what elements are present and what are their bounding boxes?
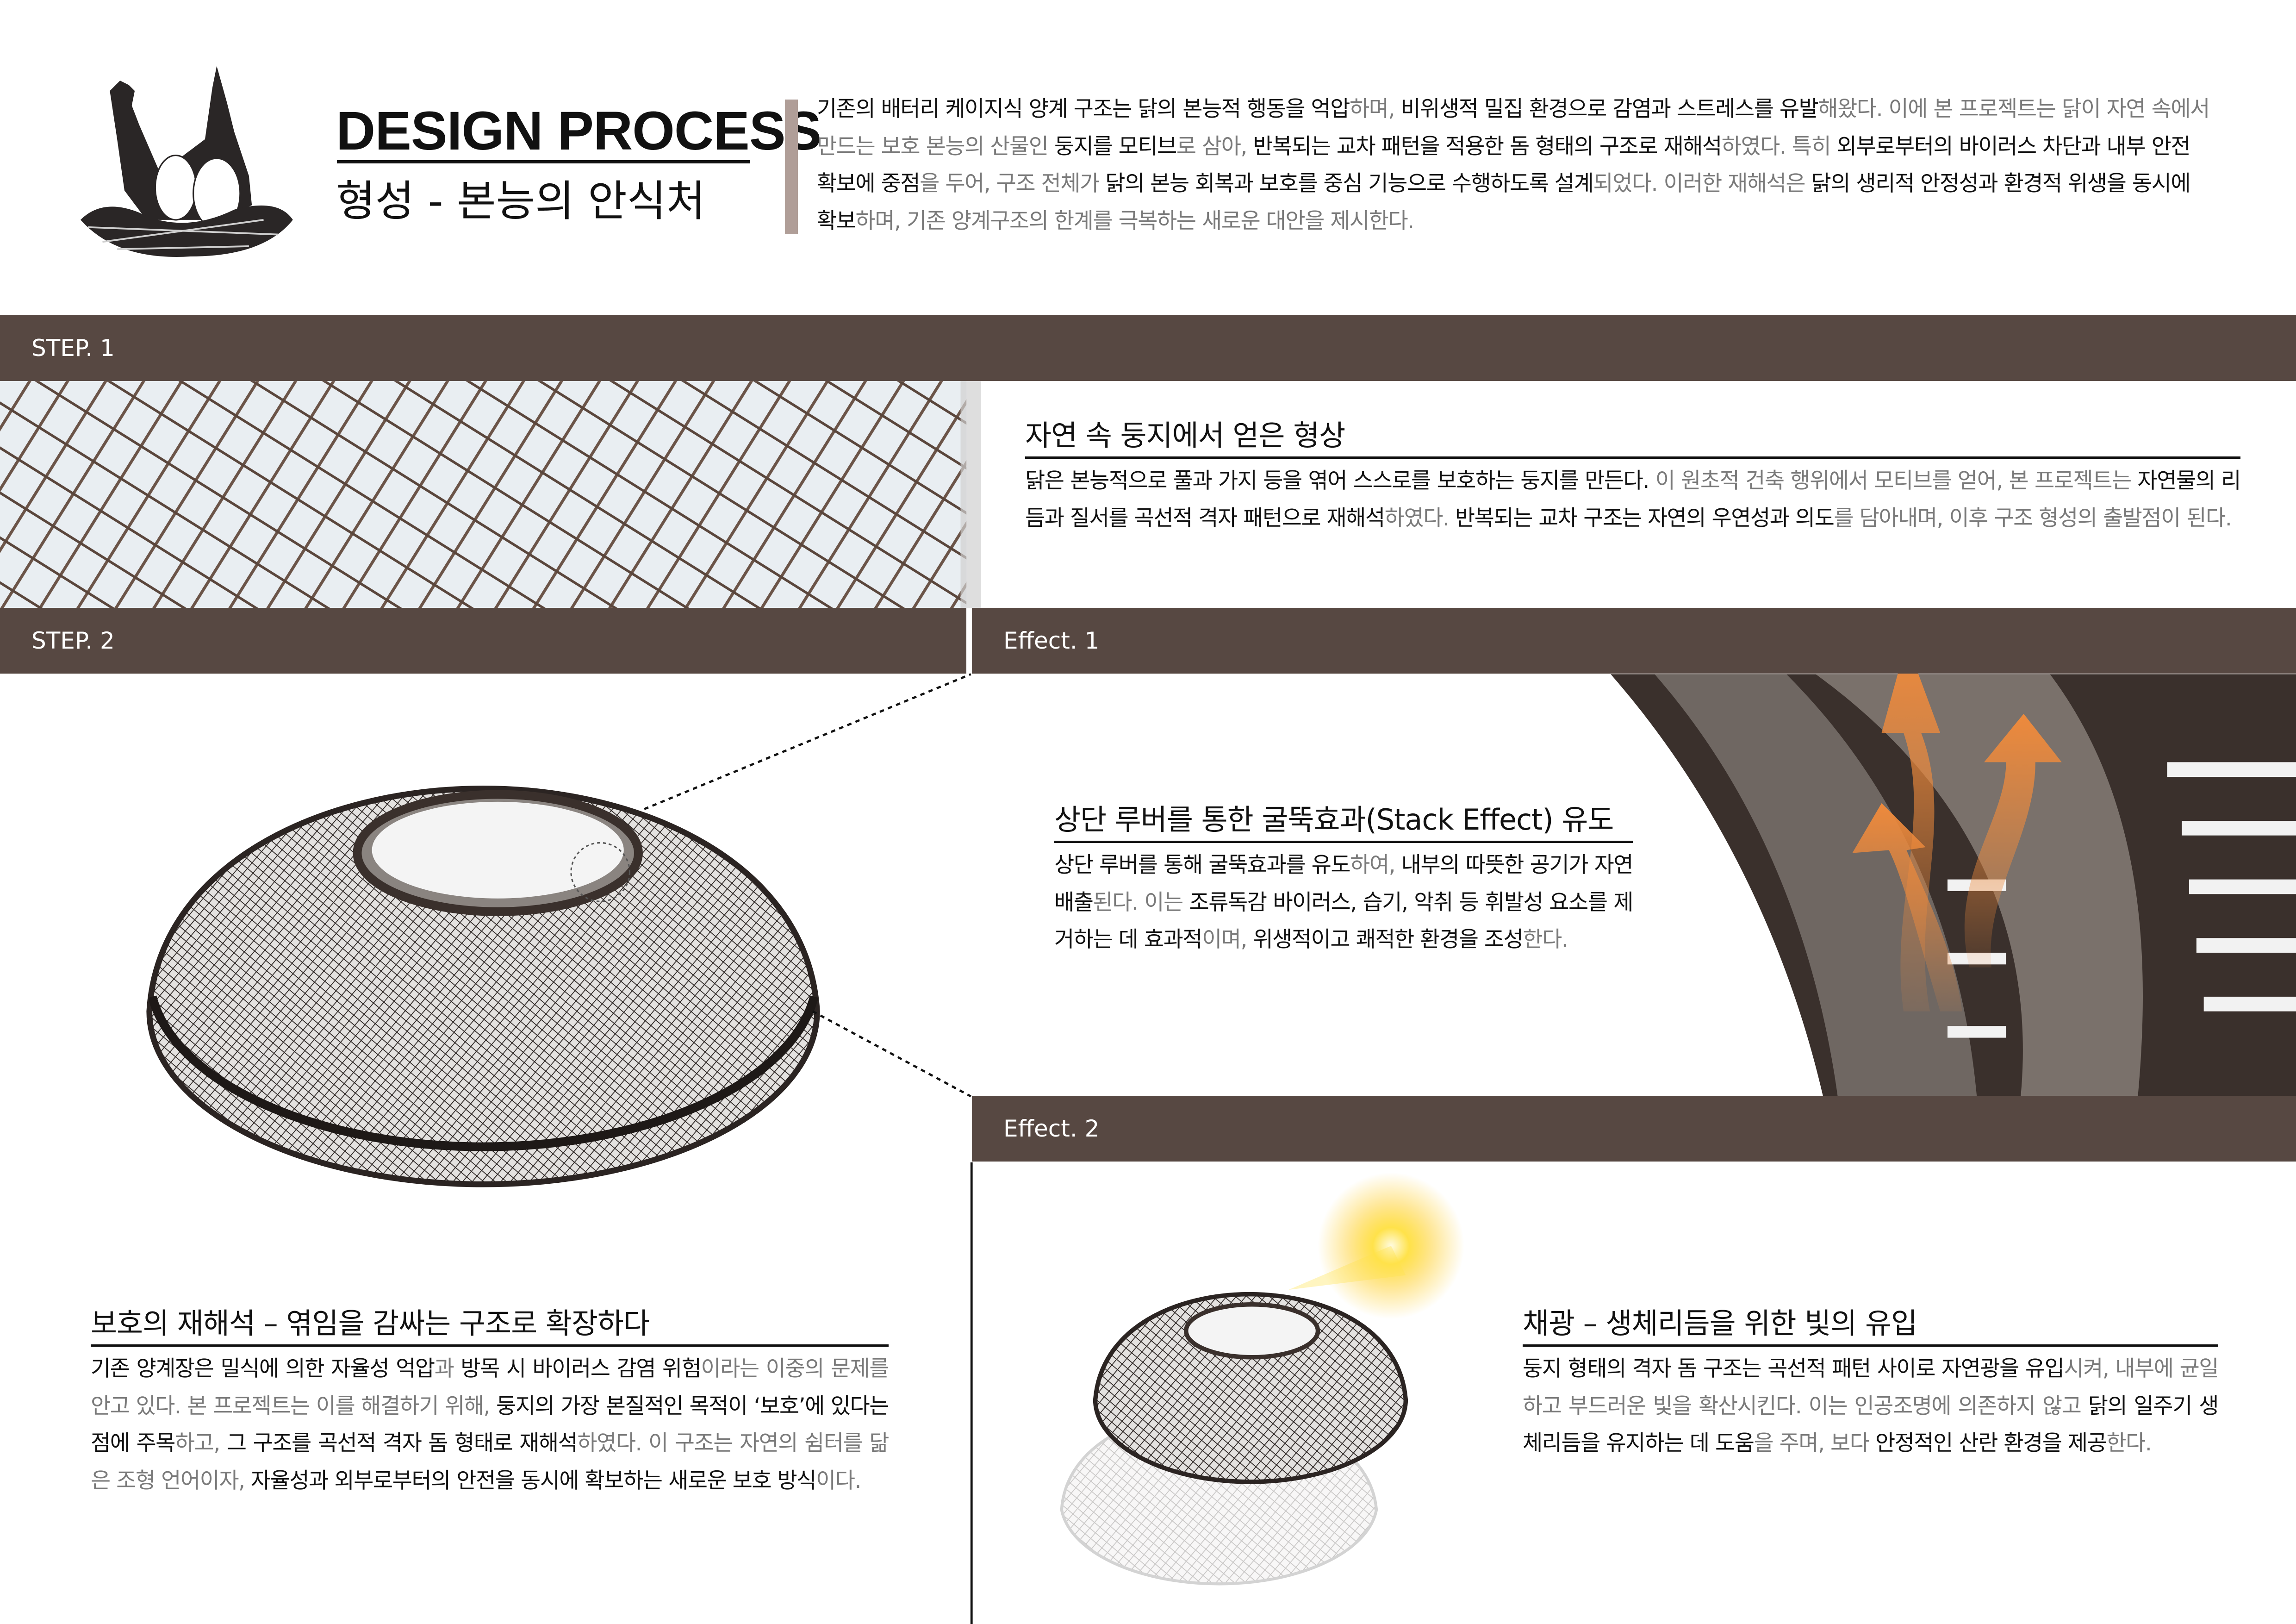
body-text: 를 담아내며, 이후 구조 형성의 출발점이 된다. [1834, 505, 2232, 531]
step1-band: STEP. 1 [0, 315, 2296, 381]
intro-paragraph: 기존의 배터리 케이지식 양계 구조는 닭의 본능적 행동을 억압하며, 비위생… [817, 91, 2210, 240]
body-text: 을 주며, 보다 [1754, 1430, 1875, 1456]
step1-section: 자연 속 둥지에서 얻은 형상 닭은 본능적으로 풀과 가지 등을 엮어 스스로… [1025, 412, 2241, 537]
emphasis-text: 자연물의 리듬과 질서를 곡선적 격자 패턴으로 재해석 [1025, 468, 2241, 531]
emphasis-text: 안정적인 산란 환경을 제공 [1875, 1430, 2107, 1456]
effect1-title: 상단 루버를 통한 굴뚝효과(Stack Effect) 유도 [1054, 796, 1633, 843]
emphasis-text: 반복되는 교차 구조는 자연의 우연성과 의도 [1455, 505, 1835, 531]
emphasis-text: 둥지 형태의 격자 돔 구조는 곡선적 패턴 사이로 자연광을 유입 [1523, 1356, 2065, 1381]
accent-bar [785, 100, 798, 234]
step2-band: STEP. 2 [0, 608, 966, 674]
body-text: 해왔다. 이에 본 프로젝트는 닭이 자연 속에서 만드는 보호 본능의 산물인 [817, 96, 2210, 159]
emphasis-text: 기존 양계장은 밀식에 의한 자율성 억압 [91, 1356, 435, 1381]
body-text: 하고, [174, 1430, 227, 1456]
effect1-body: 상단 루버를 통해 굴뚝효과를 유도하여, 내부의 따뜻한 공기가 자연 배출된… [1054, 847, 1634, 959]
step2-body: 기존 양계장은 밀식에 의한 자율성 억압과 방목 시 바이러스 감염 위험이라… [91, 1350, 890, 1499]
emphasis-text: 닭의 생리적 안정성과 환경적 위생을 동시에 확보 [817, 171, 2191, 234]
body-text: 한다. [2106, 1430, 2152, 1456]
step2-title: 보호의 재해석 – 엮임을 감싸는 구조로 확장하다 [91, 1300, 889, 1347]
body-text: 한다. [1523, 927, 1568, 952]
body-text: 을 두어, 구조 전체가 [920, 171, 1106, 196]
step1-body: 닭은 본능적으로 풀과 가지 등을 엮어 스스로를 보호하는 둥지를 만든다. … [1025, 462, 2241, 537]
body-text: 로 삼아, [1176, 133, 1253, 159]
emphasis-text: 둥지의 가장 본질적인 목적이 ‘보호’에 있다는 점에 주목 [91, 1393, 890, 1456]
nest-lattice-image [0, 381, 981, 608]
emphasis-text: 반복되는 교차 패턴을 적용한 돔 형태의 구조로 재해석 [1253, 133, 1722, 159]
effect2-label: Effect. 2 [1003, 1115, 1100, 1142]
body-text: 시켜, 내부에 균일하고 부드러운 빛을 확산시킨다. 이는 인공조명에 의존하… [1523, 1356, 2219, 1419]
emphasis-text: 닭은 본능적으로 풀과 가지 등을 엮어 스스로를 보호하는 둥지를 만든다. [1025, 468, 1649, 493]
body-text: 된다. 이는 [1093, 889, 1189, 915]
effect1-band: Effect. 1 [972, 608, 2296, 674]
step2-label: STEP. 2 [31, 627, 115, 654]
airflow-arrow-icon [1852, 642, 2062, 1012]
effect1-label: Effect. 1 [1003, 627, 1100, 654]
step1-label: STEP. 1 [31, 334, 115, 362]
emphasis-text: 닭의 일주기 생체리듬을 유지하는 데 도움 [1523, 1393, 2219, 1456]
hen-nest-eggs-icon [81, 66, 293, 257]
lattice-dome-model [146, 786, 820, 1187]
body-text: 하며, [1350, 96, 1401, 122]
title-divider [337, 160, 750, 163]
page-title: DESIGN PROCESS [336, 100, 821, 162]
body-text: 과 [434, 1356, 461, 1381]
step1-title: 자연 속 둥지에서 얻은 형상 [1025, 412, 2240, 459]
page-subtitle: 형성 - 본능의 안식처 [336, 176, 706, 226]
emphasis-text: 둥지를 모티브 [1054, 133, 1177, 159]
body-text: 하며, 기존 양계구조의 한계를 극복하는 새로운 대안을 제시한다. [855, 208, 1414, 234]
body-text: 하였다. 이 구조는 자연의 쉼터를 닮은 조형 언어이자, [91, 1430, 890, 1493]
effect2-body: 둥지 형태의 격자 돔 구조는 곡선적 패턴 사이로 자연광을 유입시켜, 내부… [1523, 1350, 2219, 1462]
emphasis-text: 방목 시 바이러스 감염 위험 [460, 1356, 702, 1381]
emphasis-text: 위생적이고 쾌적한 환경을 조성 [1253, 927, 1523, 952]
body-text: 이라는 이중의 문제를 안고 있다. 본 프로젝트는 이를 해결하기 위해, [91, 1356, 890, 1419]
effect2-band: Effect. 2 [972, 1096, 2296, 1162]
emphasis-text: 조류독감 바이러스, 습기, 악취 등 휘발성 요소를 제거하는 데 효과적 [1054, 889, 1634, 953]
emphasis-text: 내부의 따뜻한 공기가 자연 배출 [1054, 852, 1634, 915]
detail-callout-lines [570, 673, 971, 1098]
body-text: 하였다. [1384, 505, 1455, 531]
daylight-dome-model [1060, 1172, 1464, 1586]
body-text: 이며, [1202, 927, 1253, 952]
body-text: 하여, [1350, 852, 1401, 878]
emphasis-text: 기존의 배터리 케이지식 양계 구조는 닭의 본능적 행동을 억압 [817, 96, 1350, 122]
emphasis-text: 닭의 본능 회복과 보호를 중심 기능으로 수행하도록 설계 [1105, 171, 1594, 196]
effect2-title: 채광 – 생체리듬을 위한 빛의 유입 [1523, 1300, 2218, 1347]
effect2-section: 채광 – 생체리듬을 위한 빛의 유입 둥지 형태의 격자 돔 구조는 곡선적 … [1523, 1300, 2219, 1462]
body-text: 이다. [816, 1468, 861, 1493]
emphasis-text: 비위생적 밀집 환경으로 감염과 스트레스를 유발 [1400, 96, 1819, 122]
body-text: 이 원초적 건축 행위에서 모티브를 얻어, 본 프로젝트는 [1649, 468, 2138, 493]
effect1-section: 상단 루버를 통한 굴뚝효과(Stack Effect) 유도 상단 루버를 통… [1054, 796, 1634, 959]
emphasis-text: 자율성과 외부로부터의 안전을 동시에 확보하는 새로운 보호 방식 [250, 1468, 817, 1493]
stack-effect-render [1611, 642, 2296, 1097]
body-text: 하였다. 특히 [1721, 133, 1837, 159]
step2-section: 보호의 재해석 – 엮임을 감싸는 구조로 확장하다 기존 양계장은 밀식에 의… [91, 1300, 890, 1499]
emphasis-text: 외부로부터의 바이러스 차단과 내부 안전 확보에 중점 [817, 133, 2191, 197]
emphasis-text: 그 구조를 곡선적 격자 돔 형태로 재해석 [226, 1430, 578, 1456]
body-text: 되었다. 이러한 재해석은 [1593, 171, 1811, 196]
emphasis-text: 상단 루버를 통해 굴뚝효과를 유도 [1054, 852, 1351, 878]
